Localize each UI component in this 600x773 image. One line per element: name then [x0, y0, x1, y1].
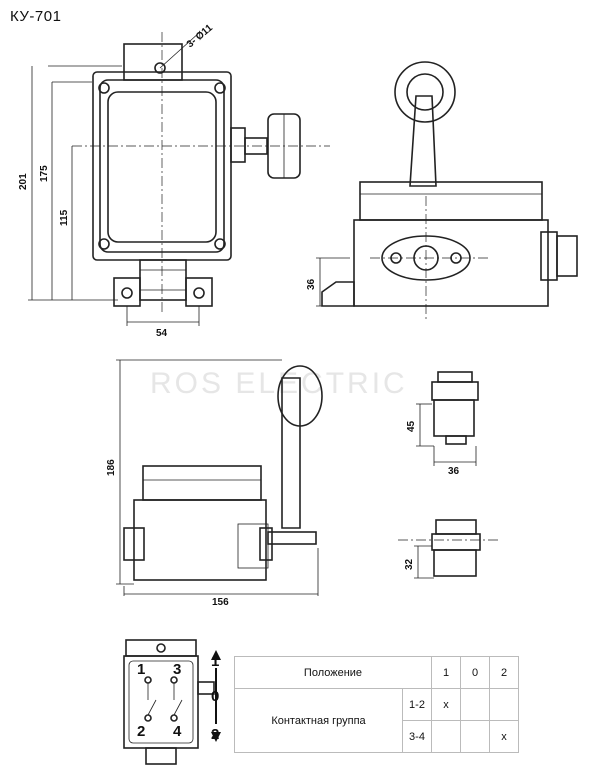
dim-gland-width: 36: [448, 466, 460, 477]
mark-cell: [489, 688, 519, 721]
side-view: [316, 61, 578, 320]
terminal-1: 1: [137, 661, 145, 678]
mark-cell: [431, 720, 461, 753]
terminal-4: 4: [173, 723, 182, 740]
header-position-label: Положение: [234, 656, 432, 689]
table-row: Контактная группа 1-2 x: [234, 688, 519, 753]
position-label-1: 1: [211, 653, 219, 670]
cable-gland-bottom: [398, 519, 498, 579]
mark-cell: x: [489, 720, 519, 753]
front-view: [28, 31, 330, 326]
table-header-row: Положение 1 0 2: [234, 656, 519, 689]
dim-body-height: 175: [39, 165, 50, 182]
dim-depth: 186: [106, 459, 117, 476]
dim-mount-width: 54: [156, 328, 168, 339]
dim-axis-height: 115: [59, 209, 70, 226]
dim-width: 156: [212, 597, 229, 608]
cable-gland-top: [416, 371, 479, 466]
pair-label: 1-2: [402, 688, 432, 721]
position-label-2: 2: [211, 726, 219, 743]
mark-cell: x: [431, 688, 461, 721]
header-position-0: 0: [460, 656, 490, 689]
header-position-2: 2: [489, 656, 519, 689]
mark-cell: [460, 688, 490, 721]
watermark: ROS ELECTRIC: [150, 367, 408, 400]
header-position-1: 1: [431, 656, 461, 689]
contact-table: Положение 1 0 2 Контактная группа 1-2 x …: [234, 656, 519, 753]
dim-hole: 3- Ø11: [185, 22, 215, 50]
side-view-lever: [116, 359, 323, 596]
dim-mount-height: 36: [306, 278, 317, 290]
terminal-2: 2: [137, 723, 145, 740]
dim-overall-height: 201: [18, 173, 29, 190]
product-title: КУ-701: [10, 8, 62, 25]
pair-label: 3-4: [402, 720, 432, 753]
terminal-3: 3: [173, 661, 181, 678]
position-label-0: 0: [211, 688, 219, 705]
table-row: 3-4 x: [235, 720, 519, 753]
group-label: Контактная группа: [234, 688, 403, 753]
dim-gland-height-a: 45: [406, 420, 417, 432]
dim-gland-height-b: 32: [404, 558, 415, 570]
mark-cell: [460, 720, 490, 753]
switch-schematic: [123, 639, 221, 765]
